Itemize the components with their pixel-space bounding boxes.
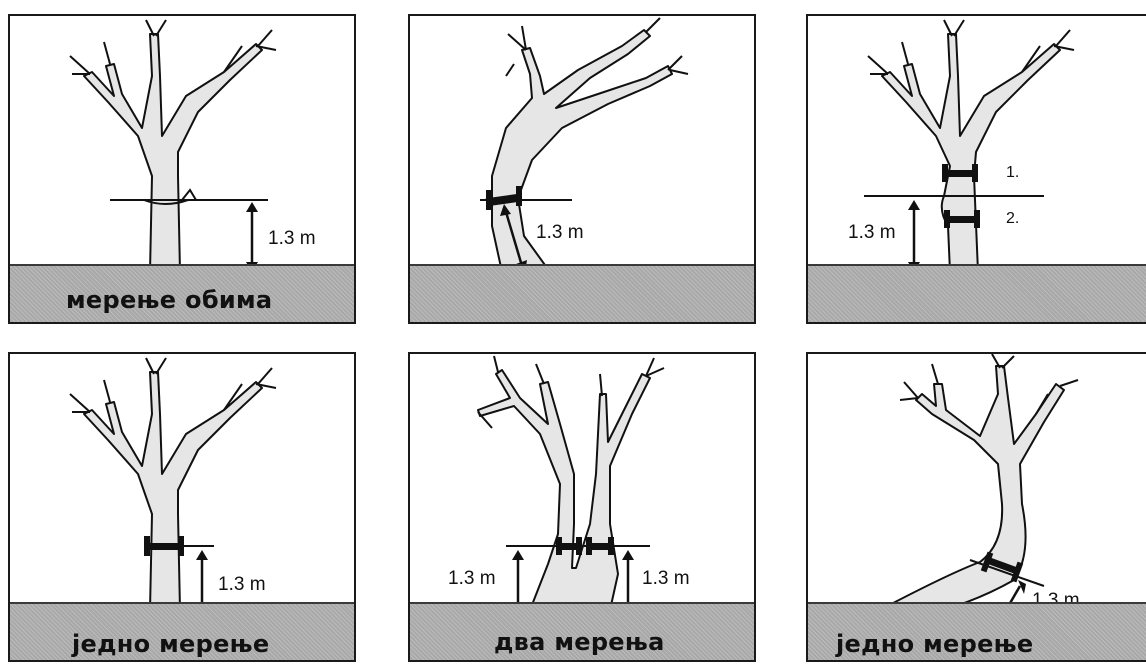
panel-swelling-tree: 1. 2. 1.3 m <box>806 14 1146 324</box>
caption: једно мерење <box>72 630 270 658</box>
height-label: 1.3 m <box>536 222 584 244</box>
panel-girth-measurement: 1.3 m мерење обима <box>8 14 356 324</box>
ground <box>410 264 754 322</box>
marker-2-label: 2. <box>1006 210 1019 228</box>
height-label: 1.3 m <box>268 228 316 250</box>
height-label: 1.3 m <box>848 222 896 244</box>
ground <box>808 264 1146 322</box>
height-label-left: 1.3 m <box>448 568 496 590</box>
marker-1-label: 1. <box>1006 164 1019 182</box>
panel-curved-tree: 1.3 m једно мерење <box>806 352 1146 662</box>
height-label: 1.3 m <box>218 574 266 596</box>
panel-single-measurement: 1.3 m једно мерење <box>8 352 356 662</box>
caption: два мерења <box>494 628 665 656</box>
panel-leaning-tree: 1.3 m <box>408 14 756 324</box>
panel-forked-tree: 1.3 m 1.3 m два мерења <box>408 352 756 662</box>
height-label-right: 1.3 m <box>642 568 690 590</box>
caption: једно мерење <box>836 630 1034 658</box>
caption: мерење обима <box>66 286 272 314</box>
